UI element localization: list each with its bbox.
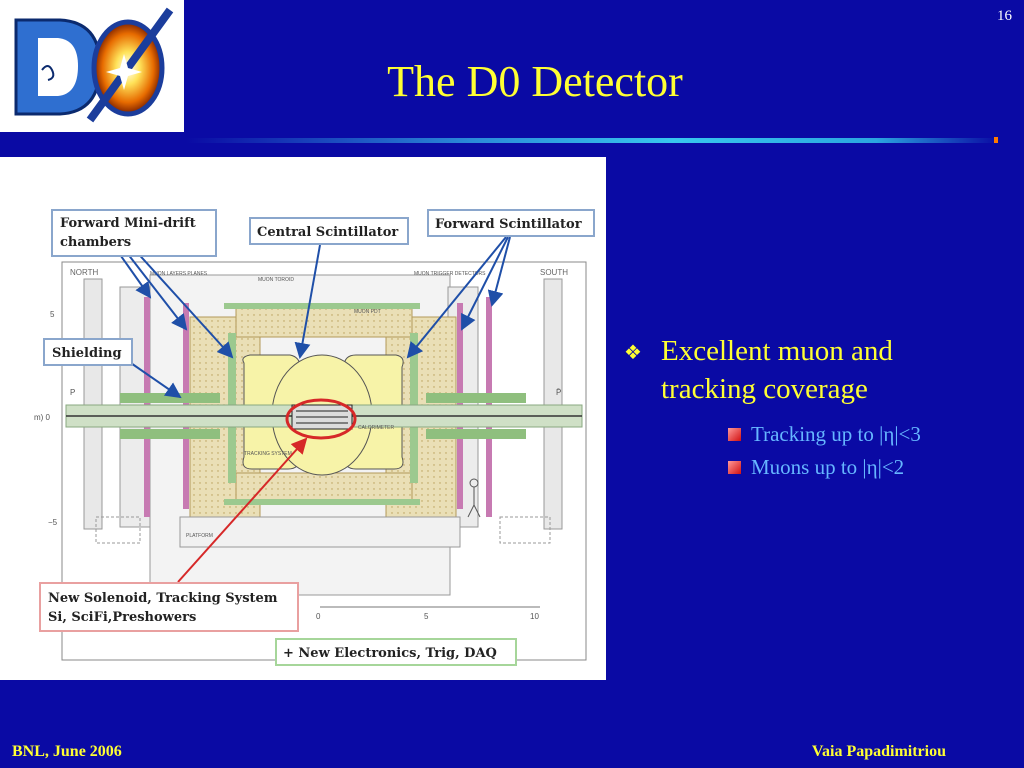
label-platform: PLATFORM — [186, 533, 213, 539]
callout-new-solenoid: New Solenoid, Tracking System Si, SciFi,… — [39, 582, 299, 632]
shielding-south-top — [426, 393, 526, 403]
callout-new-electronics: + New Electronics, Trig, DAQ — [275, 638, 517, 666]
axis-five: 5 — [50, 310, 55, 319]
callout-shielding: Shielding — [43, 338, 133, 366]
arrow-minidrift-2 — [123, 248, 188, 331]
arrow-central-scint — [294, 244, 321, 359]
shielding-north-top — [120, 393, 220, 403]
arrow-new-solenoid — [177, 437, 308, 583]
platform — [179, 516, 461, 548]
label-tracking: TRACKING SYSTEM — [244, 451, 292, 457]
south-wall — [543, 278, 563, 530]
north-wall — [83, 278, 103, 530]
label-south: SOUTH — [540, 268, 568, 277]
callout-central-scintillator: Central Scintillator — [249, 217, 409, 245]
label-calorimeter: CALORIMETER — [358, 425, 395, 431]
label-muon-planes: MUON LAYERS PLANES — [150, 271, 208, 277]
arrow-fwd-scint-3 — [487, 236, 511, 307]
footer-right: Vaia Papadimitriou — [811, 743, 946, 760]
shielding-north-bottom — [120, 429, 220, 439]
svg-text:Forward Scintillator: Forward Scintillator — [435, 217, 582, 232]
iron-bottom — [235, 472, 413, 504]
main-bullet-text: Excellent muon and tracking coverage — [661, 335, 893, 405]
svg-text:+ New Electronics, Trig, DAQ: + New Electronics, Trig, DAQ — [283, 646, 497, 661]
d0-logo — [0, 0, 184, 132]
svg-text:Shielding: Shielding — [52, 346, 122, 361]
sub-bullet-muons: Muons up to |η|<2 — [728, 455, 1004, 480]
square-bullet-icon — [728, 461, 741, 474]
slide-title: The D0 Detector — [387, 57, 683, 106]
sub-bullet-tracking: Tracking up to |η|<3 — [728, 422, 1004, 447]
arrow-shielding — [127, 360, 182, 399]
shielding-south-bottom — [426, 429, 526, 439]
scale-ten: 10 — [530, 612, 539, 621]
label-muon-toroid: MUON TOROID — [258, 277, 294, 283]
label-muon-pdt: MUON PDT — [354, 309, 381, 315]
central-scint-bottom — [224, 499, 420, 505]
label-pbar: P̄ — [556, 388, 561, 397]
svg-text:Forward Mini-drift: Forward Mini-drift — [60, 216, 196, 231]
title-divider — [186, 138, 998, 143]
label-muon-trigger: MUON TRIGGER DETECTORS — [414, 271, 486, 277]
arrow-fwd-scint-1 — [406, 236, 507, 359]
svg-text:New Solenoid, Tracking System: New Solenoid, Tracking System — [48, 591, 278, 606]
solenoid-highlight — [285, 398, 357, 440]
axis-minus-five: −5 — [48, 518, 58, 527]
d0-logo-graphic — [0, 0, 184, 132]
square-bullet-icon — [728, 428, 741, 441]
detector-figure: NORTH SOUTH MUON LAYERS PLANES MUON TORO… — [0, 157, 606, 680]
footer-left: BNL, June 2006 — [12, 743, 122, 760]
svg-text:Si, SciFi,Preshowers: Si, SciFi,Preshowers — [48, 610, 196, 625]
divider-accent — [994, 137, 998, 143]
scale-zero: 0 — [316, 612, 321, 621]
central-scint-top — [224, 303, 420, 309]
main-bullet: ❖ Excellent muon and tracking coverage — [624, 332, 1004, 408]
bullet-list: ❖ Excellent muon and tracking coverage T… — [624, 332, 1004, 480]
diamond-bullet-icon: ❖ — [624, 342, 642, 364]
slide-number: 16 — [997, 8, 1012, 24]
svg-text:Central Scintillator: Central Scintillator — [257, 225, 398, 240]
label-p: P — [70, 388, 75, 397]
label-north: NORTH — [70, 268, 99, 277]
arrow-minidrift-3 — [133, 248, 234, 359]
callout-forward-minidrift: Forward Mini-drift chambers — [51, 209, 217, 257]
axis-zero: m) 0 — [34, 413, 51, 422]
detector-drawing: NORTH SOUTH MUON LAYERS PLANES MUON TORO… — [34, 209, 595, 666]
arrow-fwd-scint-2 — [461, 236, 509, 331]
iron-top — [235, 306, 413, 338]
scale-five: 5 — [424, 612, 429, 621]
callout-forward-scintillator: Forward Scintillator — [427, 209, 595, 237]
svg-text:chambers: chambers — [60, 235, 131, 250]
